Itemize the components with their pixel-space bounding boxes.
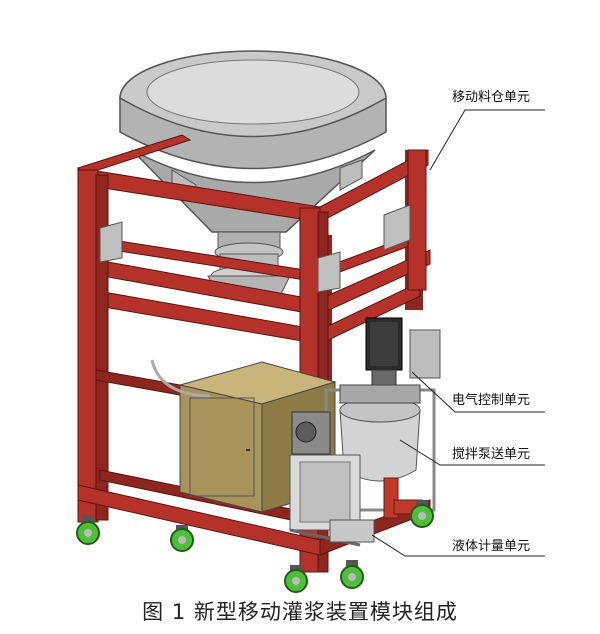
label-mixing-pump-unit: 搅拌泵送单元: [452, 447, 531, 462]
liquid-metering-unit: [289, 454, 375, 547]
wheel-front-left: [76, 515, 100, 545]
mixing-pump-assembly: [291, 317, 441, 519]
leader-metering: [371, 534, 545, 557]
frame-brackets: [99, 204, 411, 293]
leader-control: [411, 371, 545, 413]
label-liquid-metering-unit: 液体计量单元: [452, 539, 531, 554]
wheel-rear-right: [340, 560, 364, 589]
label-electrical-control-unit: 电气控制单元: [452, 393, 531, 408]
label-hopper-unit: 移动料仓单元: [452, 90, 531, 105]
wheel-back-right: [410, 500, 434, 528]
leader-hopper: [429, 109, 545, 171]
wheel-middle: [170, 525, 194, 552]
figure-caption: 图 1 新型移动灌浆装置模块组成: [142, 600, 458, 624]
caster-wheels: [76, 500, 434, 593]
wheel-front-right: [284, 565, 308, 593]
mobile-hopper: [119, 50, 387, 297]
leader-pump: [399, 439, 545, 466]
leader-lines: [371, 109, 545, 557]
